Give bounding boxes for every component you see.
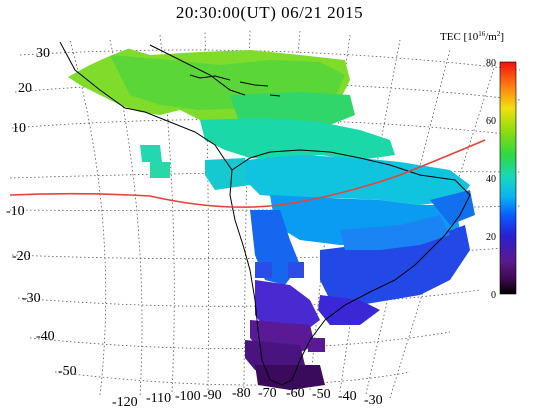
colorbar-tick: 80 bbox=[486, 58, 496, 69]
lon-label: -100 bbox=[175, 389, 201, 404]
lon-label: -110 bbox=[146, 391, 171, 406]
lat-labels: 30 20 10 -10 -20 -30 -40 -50 bbox=[6, 46, 77, 379]
colorbar-label: TEC [1016/m2] bbox=[440, 30, 504, 43]
geomagnetic-equator-line bbox=[9, 139, 486, 208]
lon-label: -90 bbox=[203, 388, 222, 403]
lat-label: -30 bbox=[22, 291, 41, 306]
lon-label: -80 bbox=[232, 386, 251, 401]
coastlines bbox=[59, 41, 471, 386]
colorbar-tick: 0 bbox=[491, 290, 496, 301]
lat-label: -10 bbox=[6, 204, 25, 219]
lon-label: -60 bbox=[286, 386, 305, 401]
lat-label: 10 bbox=[12, 121, 26, 136]
lat-label: 20 bbox=[18, 81, 32, 96]
tec-patches bbox=[55, 40, 475, 390]
colorbar: TEC [1016/m2] 0 20 40 60 80 bbox=[440, 30, 517, 301]
lon-label: -70 bbox=[258, 386, 277, 401]
map-title: 20:30:00(UT) 06/21 2015 bbox=[175, 3, 364, 22]
lat-label: -20 bbox=[12, 249, 31, 264]
colorbar-tick: 40 bbox=[486, 174, 496, 185]
lat-label: -50 bbox=[58, 364, 77, 379]
colorbar-gradient bbox=[499, 61, 517, 295]
lon-labels: -120 -110 -100 -90 -80 -70 -60 -50 -40 -… bbox=[112, 386, 383, 410]
lat-label: 30 bbox=[36, 46, 50, 61]
lon-label: -30 bbox=[364, 393, 383, 408]
lon-label: -40 bbox=[338, 389, 357, 404]
lon-label: -50 bbox=[312, 387, 331, 402]
colorbar-tick: 20 bbox=[486, 232, 496, 243]
colorbar-tick: 60 bbox=[486, 116, 496, 127]
lon-label: -120 bbox=[112, 395, 138, 410]
lat-label: -40 bbox=[36, 329, 55, 344]
